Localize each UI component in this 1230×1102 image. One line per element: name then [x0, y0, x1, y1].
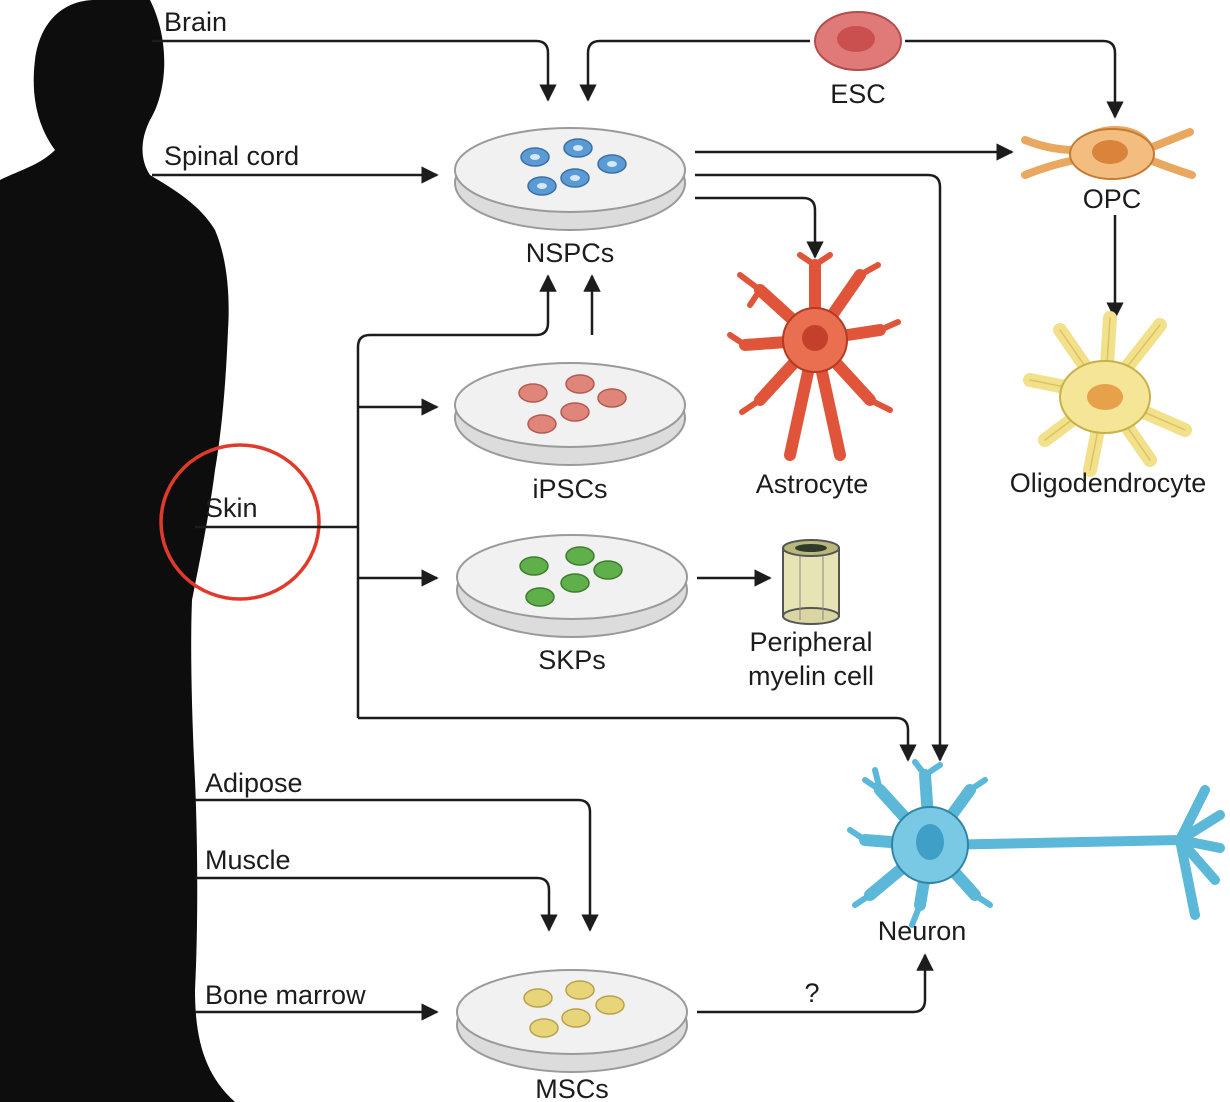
source-bone-marrow: Bone marrow — [205, 980, 366, 1010]
label-astrocyte: Astrocyte — [756, 469, 869, 499]
astrocyte-cell — [727, 252, 901, 461]
label-mscs: MSCs — [535, 1074, 609, 1102]
neuron-cell — [847, 759, 1225, 928]
oligodendrocyte-cell — [1023, 311, 1192, 477]
source-skin: Skin — [205, 493, 258, 523]
label-neuron: Neuron — [878, 916, 967, 946]
label-nspcs: NSPCs — [526, 238, 615, 268]
connectors — [152, 39, 1124, 1021]
source-brain: Brain — [164, 7, 227, 37]
skps-dish — [456, 534, 688, 638]
label-opc: OPC — [1083, 184, 1142, 214]
skin-highlight-circle — [159, 443, 321, 601]
mscs-dish — [456, 969, 688, 1073]
opc-cell — [1021, 125, 1196, 180]
source-adipose: Adipose — [205, 768, 303, 798]
label-skps: SKPs — [538, 645, 606, 675]
peripheral-myelin-cell — [782, 539, 840, 625]
human-silhouette — [0, 0, 235, 1102]
source-spinal-cord: Spinal cord — [164, 141, 299, 171]
ipscs-dish — [454, 362, 686, 466]
esc-cell — [814, 11, 902, 71]
label-oligodendrocyte: Oligodendrocyte — [1010, 468, 1207, 498]
source-muscle: Muscle — [205, 845, 291, 875]
label-ipscs: iPSCs — [532, 474, 607, 504]
question-mark: ? — [804, 978, 819, 1008]
label-peripheral: Peripheral — [749, 627, 872, 657]
nspcs-dish — [454, 127, 686, 231]
label-myelin-cell: myelin cell — [748, 661, 874, 691]
label-esc: ESC — [830, 79, 886, 109]
